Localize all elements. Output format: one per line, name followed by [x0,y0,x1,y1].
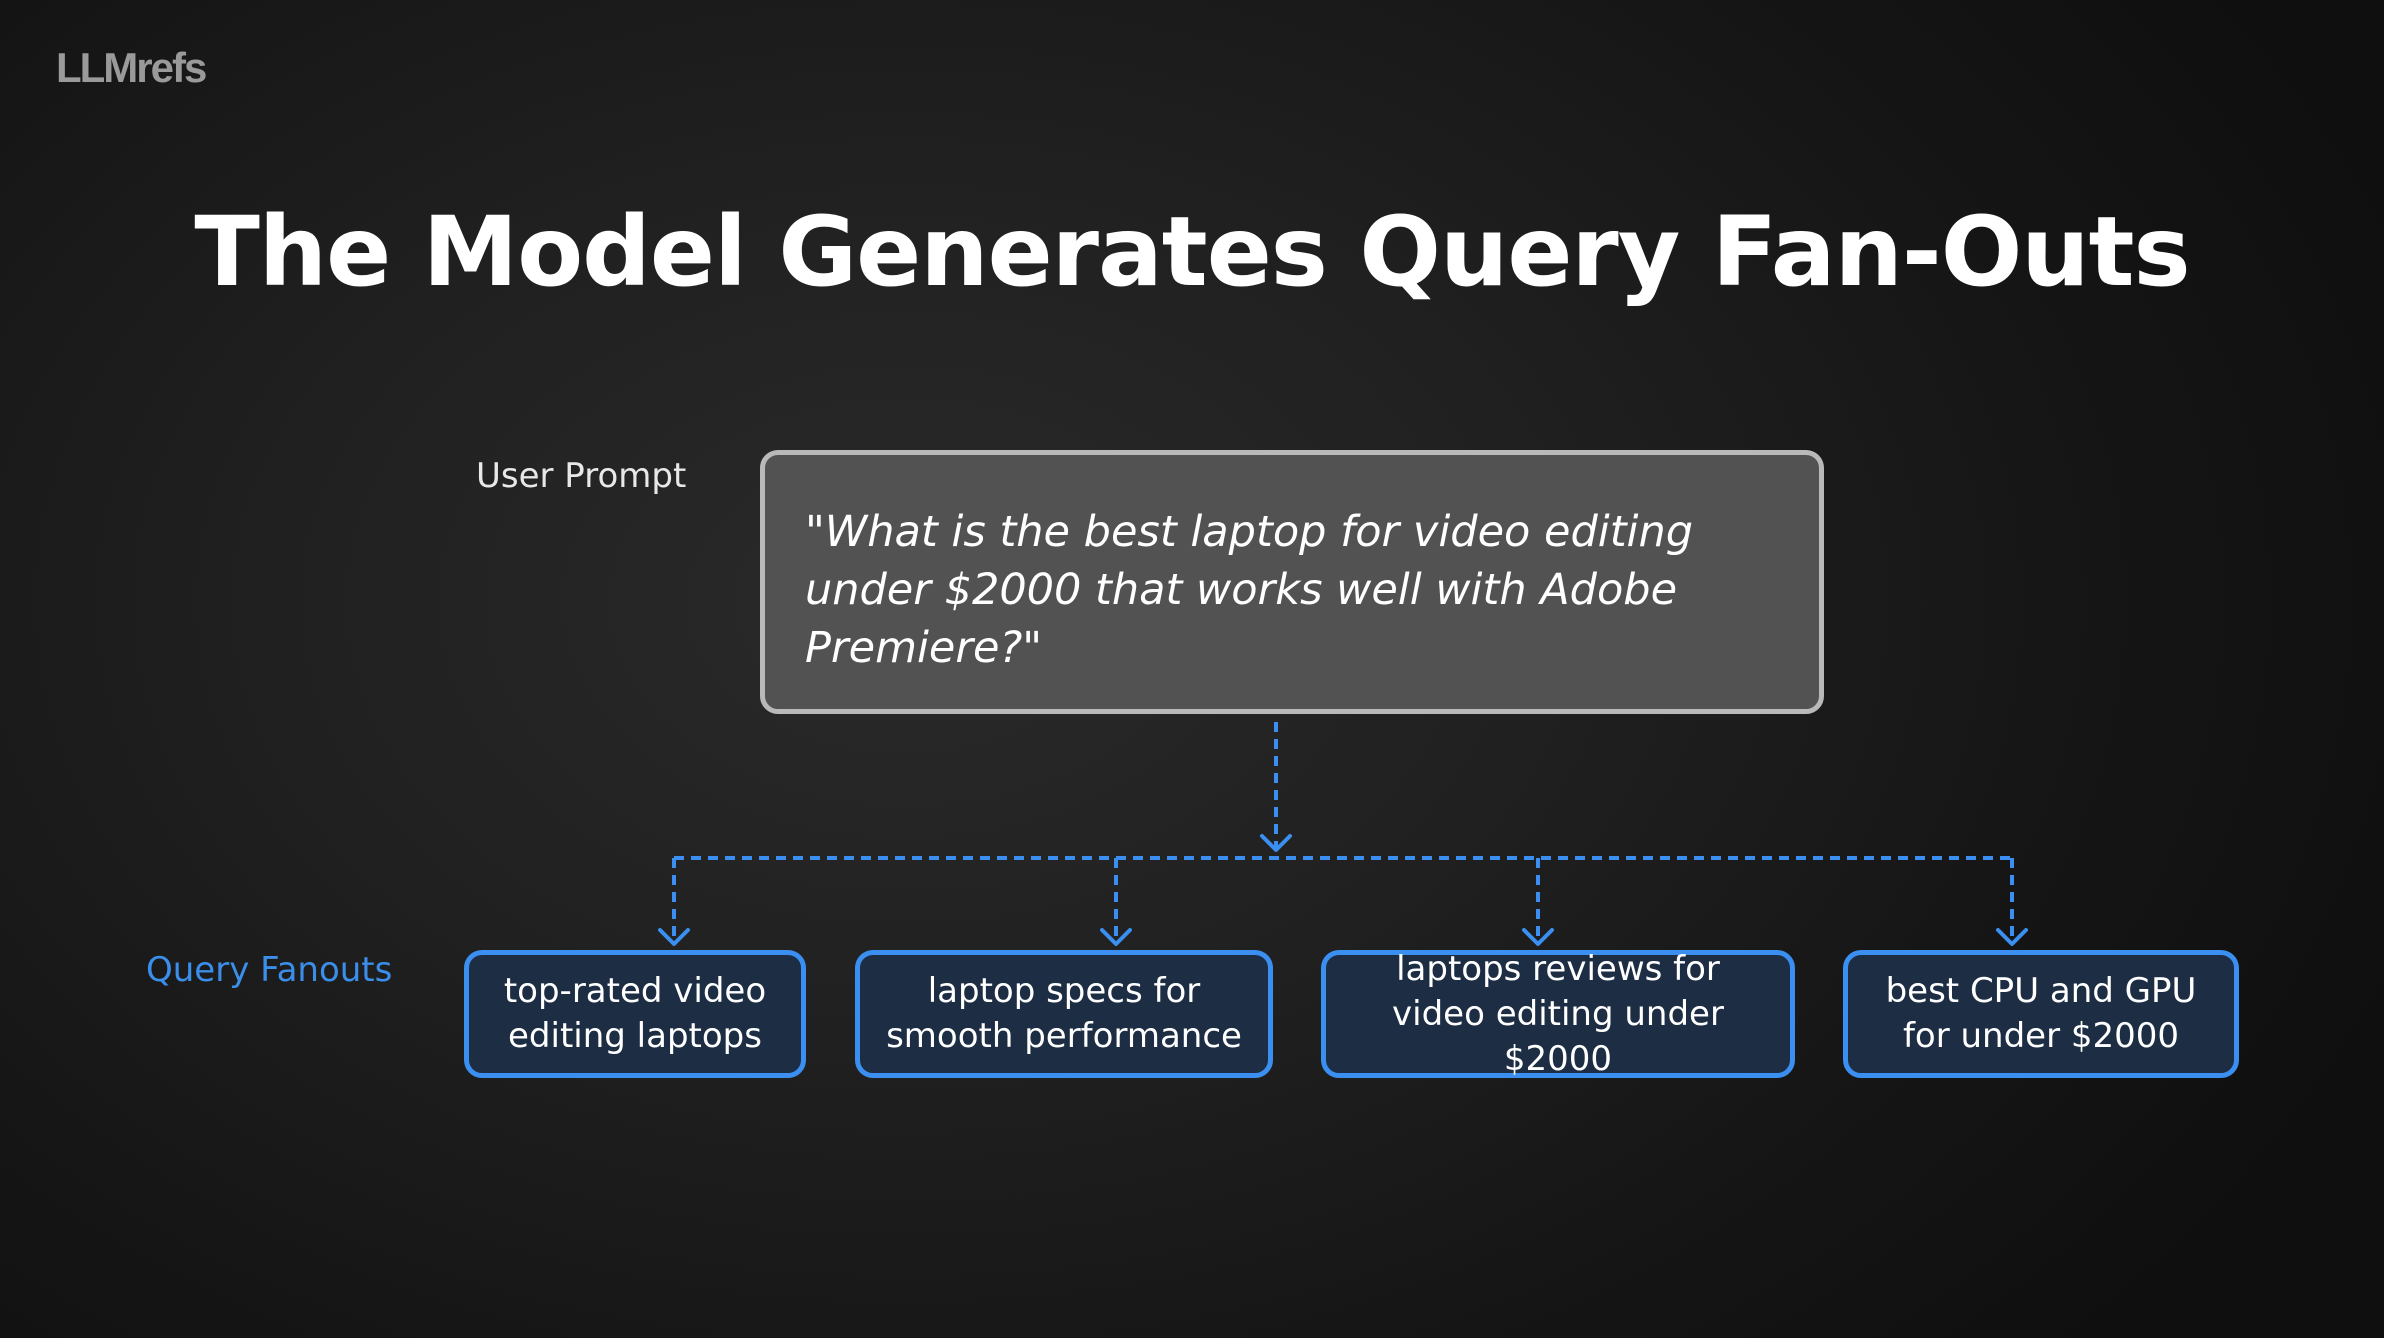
user-prompt-box: "What is the best laptop for video editi… [760,450,1824,714]
slide-title: The Model Generates Query Fan-Outs [194,196,2190,308]
arrow-down-icon [1996,928,2028,946]
arrow-down-icon [658,928,690,946]
arrow-down-icon [1522,928,1554,946]
llmrefs-logo: LLMrefs [56,44,207,91]
fanout-box-4: best CPU and GPU for under $2000 [1843,950,2239,1078]
fanout-box-2: laptop specs for smooth performance [855,950,1273,1078]
arrow-down-icon [1100,928,1132,946]
fanout-box-3: laptops reviews for video editing under … [1321,949,1795,1079]
fanout-box-1: top-rated video editing laptops [464,950,806,1078]
user-prompt-text: "What is the best laptop for video editi… [805,507,1694,673]
arrow-down-icon [1260,834,1292,852]
query-fanouts-label: Query Fanouts [146,950,393,990]
user-prompt-label: User Prompt [476,456,687,496]
